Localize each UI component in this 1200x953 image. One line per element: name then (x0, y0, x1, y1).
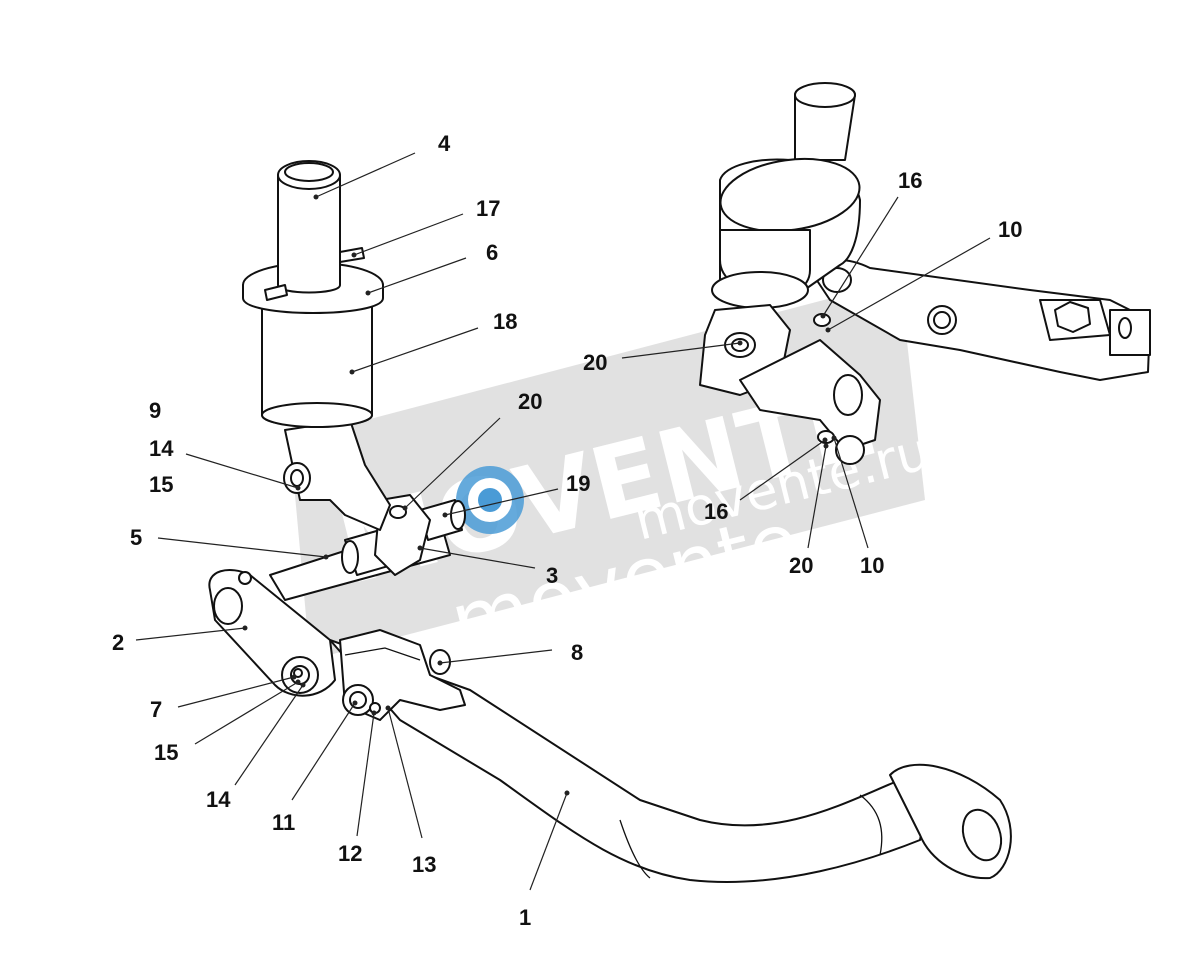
callout-19: 19 (566, 471, 590, 496)
callout-7: 7 (150, 697, 162, 722)
callout-16-upper: 16 (898, 168, 922, 193)
callout-3: 3 (546, 563, 558, 588)
arm-2-hole (213, 587, 243, 625)
right-link-pin (835, 435, 865, 465)
cotter-pin-20 (389, 505, 407, 519)
right-arm-bolt-head (1054, 301, 1091, 333)
callout-14-upper: 14 (149, 436, 174, 461)
callout-16-lower: 16 (704, 499, 728, 524)
watermark: MOVENTE movente movente.ru (290, 280, 936, 670)
left-assembly (208, 160, 1012, 883)
right-assembly (699, 82, 1151, 465)
callout-numbers: 4 17 6 18 9 14 15 20 19 5 3 2 8 7 15 14 … (112, 131, 1022, 930)
callout-15-lower: 15 (154, 740, 178, 765)
pedal-end-hole (961, 808, 1003, 862)
callout-12: 12 (338, 841, 362, 866)
callout-14-lower: 14 (206, 787, 231, 812)
pedal-lever (329, 639, 931, 883)
callout-9: 9 (149, 398, 161, 423)
callout-20-right-upper: 20 (583, 350, 607, 375)
watermark-logo-circle (456, 466, 524, 534)
callout-13: 13 (412, 852, 436, 877)
callout-2: 2 (112, 630, 124, 655)
callout-17: 17 (476, 196, 500, 221)
callout-20-left: 20 (518, 389, 542, 414)
callout-18: 18 (493, 309, 517, 334)
callout-6: 6 (486, 240, 498, 265)
callout-8: 8 (571, 640, 583, 665)
callout-4: 4 (438, 131, 451, 156)
callout-1: 1 (519, 905, 531, 930)
fork-link (284, 419, 391, 531)
right-link (739, 339, 881, 451)
callout-20-right-lower: 20 (789, 553, 813, 578)
callout-11: 11 (272, 810, 295, 835)
leader-lines (135, 152, 991, 891)
rod-4 (277, 174, 341, 294)
callout-10-upper: 10 (998, 217, 1022, 242)
clamp-lever (374, 494, 431, 576)
callout-15-upper: 15 (149, 472, 173, 497)
callout-10-lower: 10 (860, 553, 884, 578)
callout-5: 5 (130, 525, 142, 550)
